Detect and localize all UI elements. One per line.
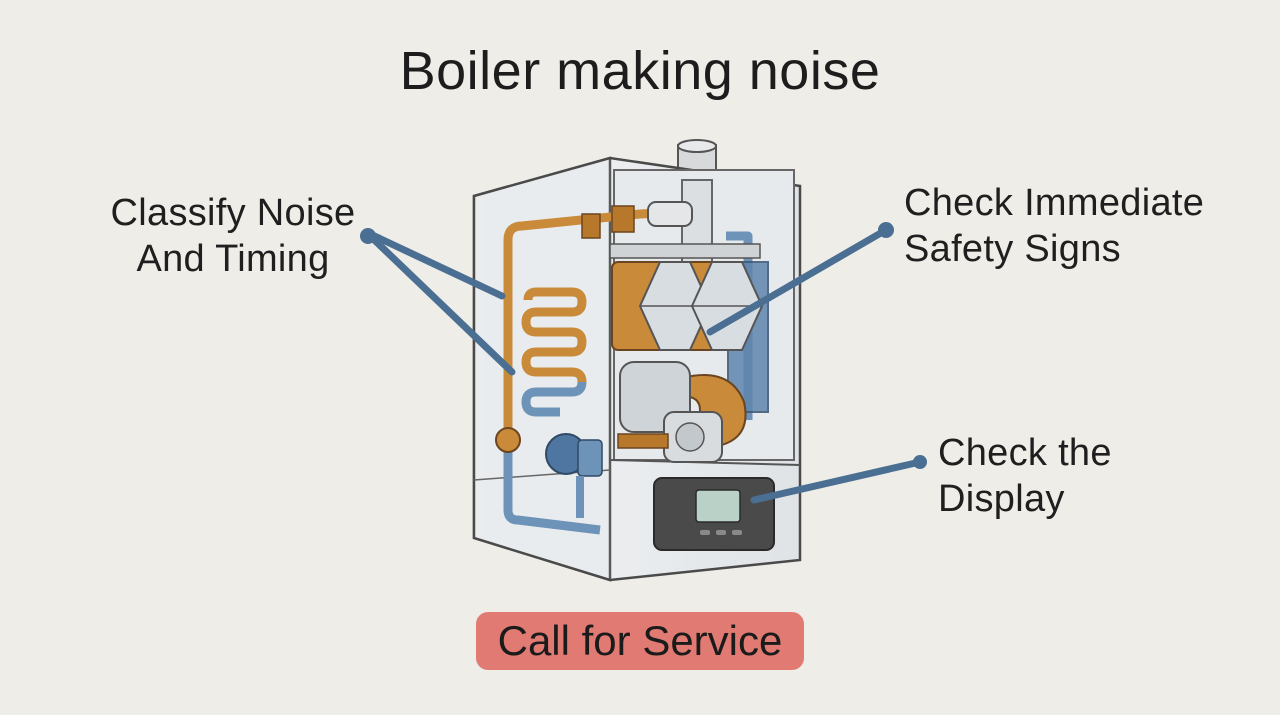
callout-safety-line2: Safety Signs bbox=[904, 228, 1121, 270]
page-title: Boiler making noise bbox=[399, 41, 881, 101]
heat-exchanger-coil bbox=[521, 287, 587, 383]
callout-safety-line1: Check Immediate bbox=[904, 182, 1205, 224]
cold-coil bbox=[521, 381, 587, 417]
callout-classify-line1: Classify Noise bbox=[110, 192, 356, 234]
callout-display-line2: Display bbox=[938, 478, 1065, 520]
copper-supply-pipe bbox=[503, 201, 693, 440]
call-for-service-button[interactable]: Call for Service bbox=[476, 612, 804, 670]
pointer-classify bbox=[360, 228, 516, 376]
pointer-display bbox=[750, 455, 927, 504]
gas-valve bbox=[617, 411, 723, 463]
callout-check-display: Check the Display bbox=[938, 430, 1112, 522]
callout-classify-line2: And Timing bbox=[136, 238, 330, 280]
callout-display-line1: Check the bbox=[938, 432, 1112, 474]
callout-classify-noise: Classify Noise And Timing bbox=[108, 190, 358, 282]
control-panel bbox=[653, 477, 775, 551]
inner-flue bbox=[681, 179, 713, 276]
pump-icon bbox=[495, 427, 603, 535]
pointer-safety bbox=[706, 222, 894, 336]
callout-safety-signs: Check Immediate Safety Signs bbox=[904, 180, 1204, 272]
burner-assembly bbox=[609, 243, 764, 351]
